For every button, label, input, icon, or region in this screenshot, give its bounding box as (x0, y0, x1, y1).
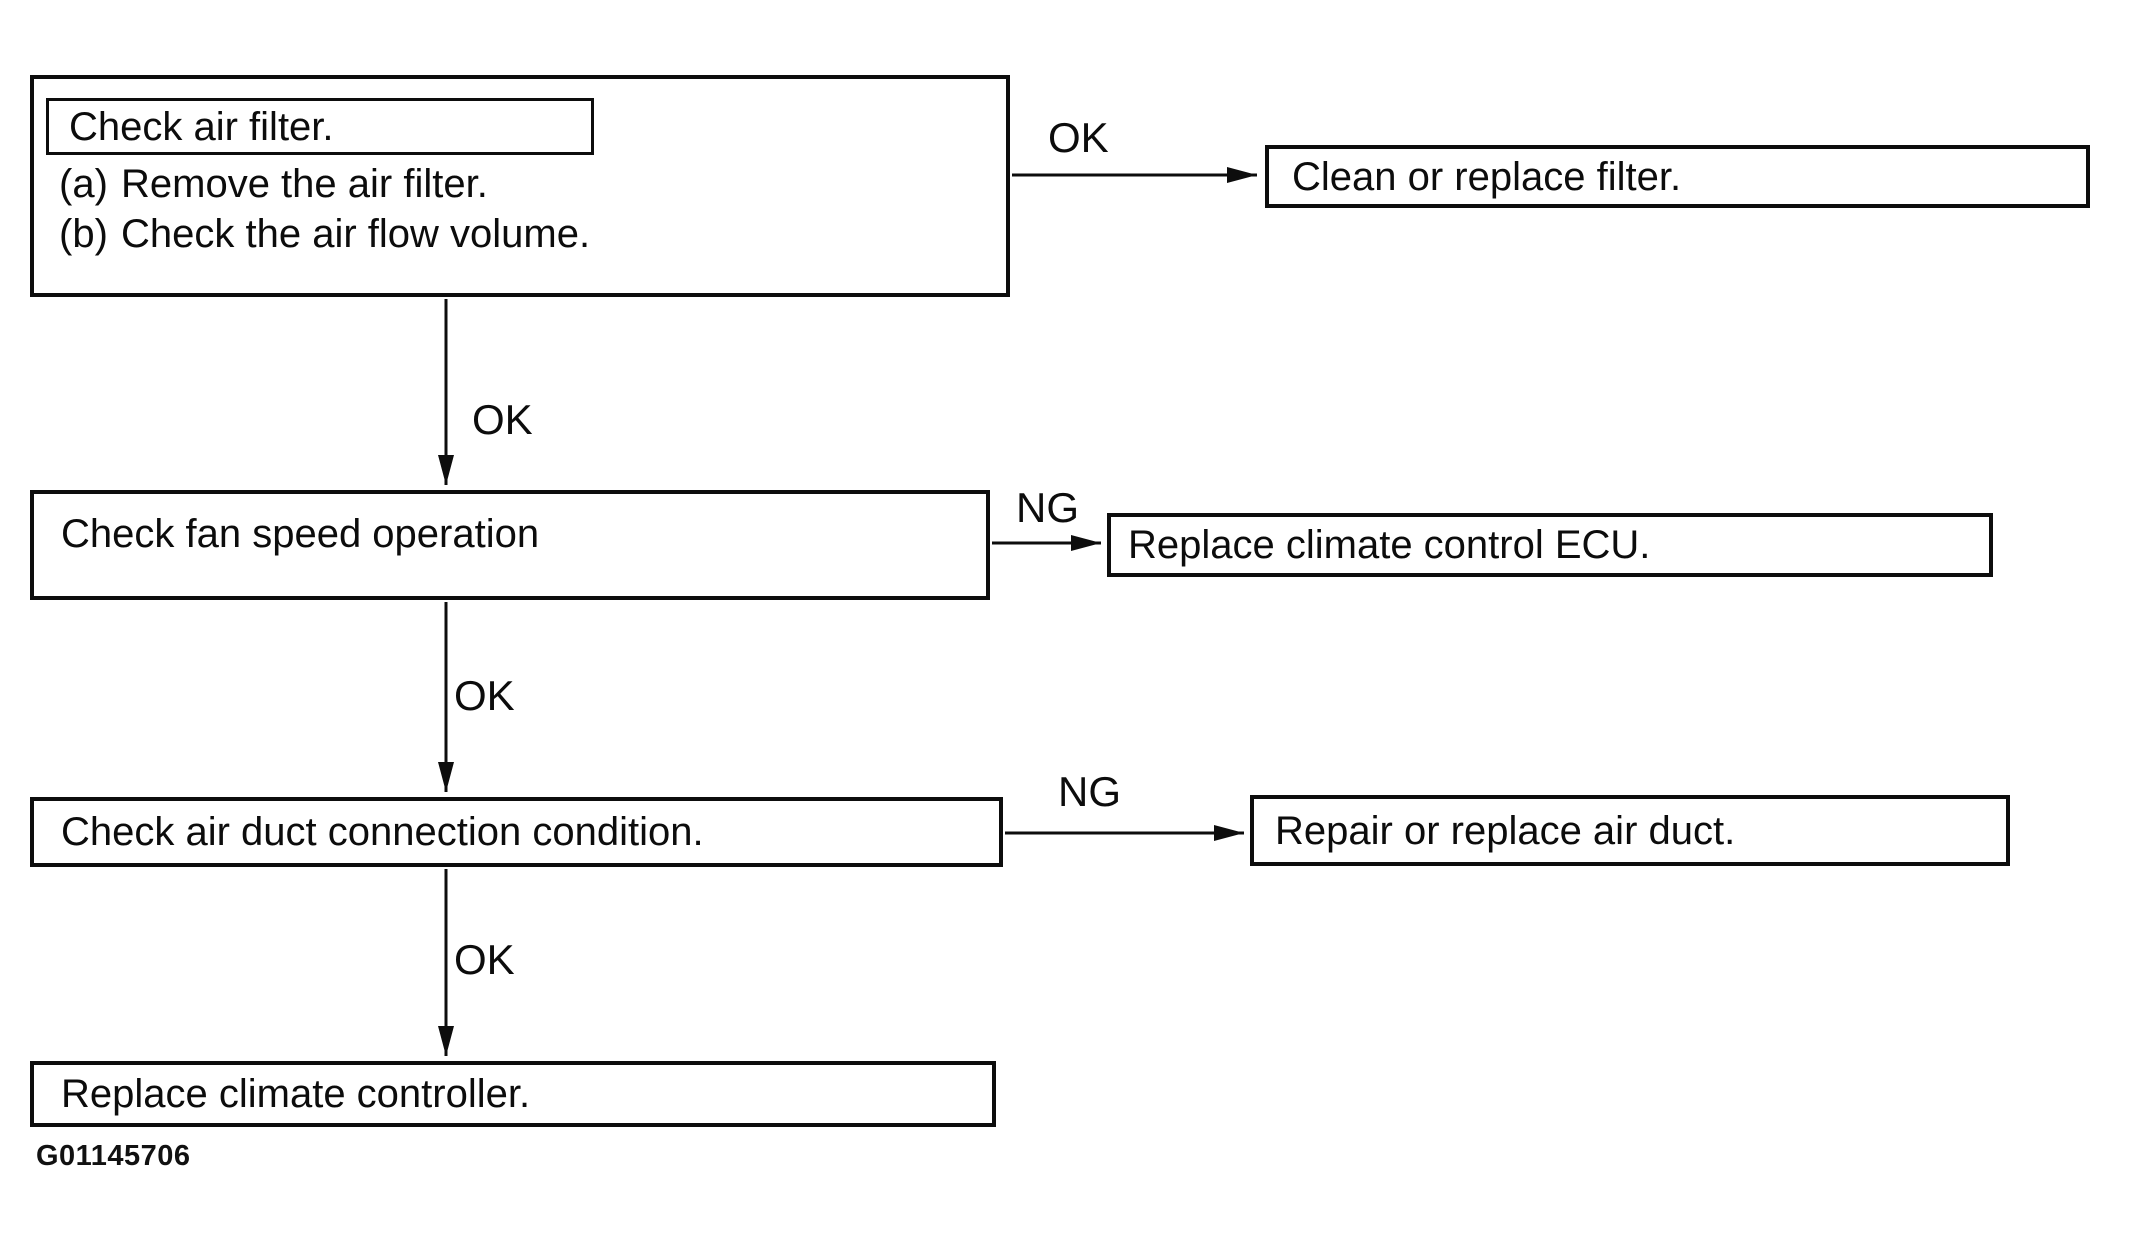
result-box-repair-or-replace-air-duct: Repair or replace air duct. (1250, 795, 2010, 866)
result-title-replace-climate-control-ecu: Replace climate control ECU. (1128, 523, 1651, 567)
result-title-repair-or-replace-air-duct: Repair or replace air duct. (1275, 808, 1736, 853)
step-box-check-fan-speed: Check fan speed operation (30, 490, 990, 600)
edge-label-ng-fanspeed-right: NG (1016, 484, 1079, 531)
step-title-check-air-filter: Check air filter. (69, 104, 334, 149)
step-title-check-air-duct: Check air duct connection condition. (61, 810, 704, 854)
step-title-box: Check air filter. (46, 98, 594, 155)
step-title-check-fan-speed: Check fan speed operation (61, 512, 540, 556)
edge-label-ok-fanspeed-down: OK (454, 672, 515, 719)
step-box-check-air-duct: Check air duct connection condition. (30, 797, 1003, 867)
substep-row-a: (a) Remove the air filter. (59, 161, 488, 207)
step-box-check-air-filter: Check air filter. (a) Remove the air fil… (30, 75, 1010, 297)
step-title-replace-climate-controller: Replace climate controller. (61, 1072, 531, 1116)
result-title-clean-or-replace-filter: Clean or replace filter. (1292, 154, 1682, 199)
edge-label-ok-airduct-down: OK (454, 936, 515, 983)
edge-label-ok-airfilter-right: OK (1048, 114, 1109, 161)
substep-row-b: (b) Check the air flow volume. (59, 211, 590, 257)
edge-label-ok-airfilter-down: OK (472, 396, 533, 443)
substep-a-label: (a) (59, 162, 108, 206)
step-box-replace-climate-controller: Replace climate controller. (30, 1061, 996, 1127)
figure-id: G01145706 (36, 1140, 191, 1172)
result-box-replace-climate-control-ecu: Replace climate control ECU. (1107, 513, 1993, 577)
edge-label-ng-airduct-right: NG (1058, 768, 1121, 815)
substep-a-text: Remove the air filter. (121, 162, 488, 206)
substep-b-text: Check the air flow volume. (121, 212, 591, 256)
substep-b-label: (b) (59, 212, 108, 256)
result-box-clean-or-replace-filter: Clean or replace filter. (1265, 145, 2090, 208)
